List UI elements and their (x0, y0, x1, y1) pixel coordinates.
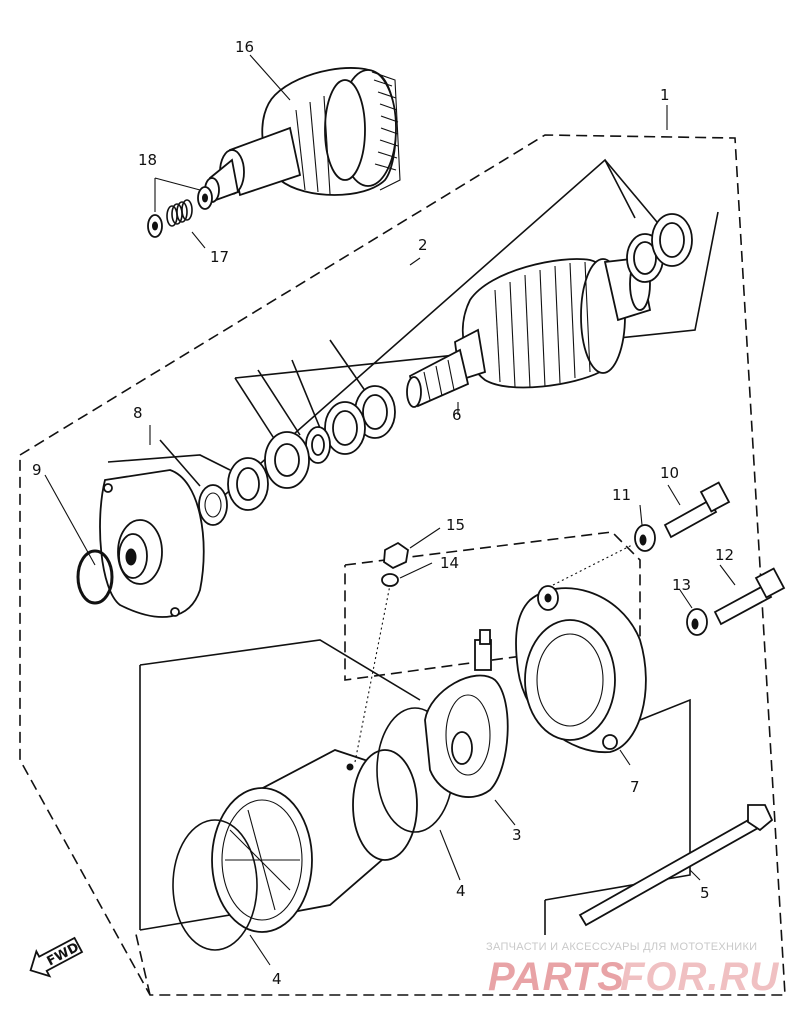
thrust-washers (626, 213, 693, 283)
brush-plate-part-3 (424, 629, 509, 798)
callout-7: 7 (630, 778, 640, 796)
callout-15: 15 (446, 516, 465, 534)
washer-part-18 (147, 186, 213, 238)
shims (198, 385, 396, 526)
fwd-arrow-icon: FWD (29, 936, 84, 978)
callout-6: 6 (452, 406, 462, 424)
callout-14: 14 (440, 554, 459, 572)
callout-11: 11 (612, 486, 631, 504)
callout-4-rear: 4 (456, 882, 466, 900)
watermark-brand-left: PARTS (488, 955, 625, 999)
leader-18 (154, 177, 201, 212)
yoke-housing (211, 749, 418, 933)
washer-part-11 (634, 524, 656, 552)
callout-12: 12 (715, 546, 734, 564)
o-ring-part-9 (76, 549, 114, 605)
through-bolt-part-5 (578, 804, 774, 927)
rear-cover-part-7 (515, 585, 647, 753)
watermark: ЗАПЧАСТИ И АКСЕССУАРЫ ДЛЯ МОТОТЕХНИКИ PA… (486, 941, 779, 999)
callout-2: 2 (418, 236, 428, 254)
spring-part-17 (166, 199, 193, 227)
callout-13: 13 (672, 576, 691, 594)
bolt-part-10 (663, 481, 731, 539)
lock-washer-part-14 (381, 573, 399, 587)
washer-part-13 (686, 608, 708, 636)
watermark-tagline: ЗАПЧАСТИ И АКСЕССУАРЫ ДЛЯ МОТОТЕХНИКИ (486, 941, 757, 953)
watermark-brand-right: FOR.RU (620, 955, 779, 999)
callout-8: 8 (133, 404, 143, 422)
callout-16: 16 (235, 38, 254, 56)
callout-17: 17 (210, 248, 229, 266)
callout-3: 3 (512, 826, 522, 844)
callout-9: 9 (32, 461, 42, 479)
nut-part-15 (383, 541, 409, 570)
callout-5: 5 (700, 884, 710, 902)
hardware-group-boundary (344, 531, 641, 681)
o-ring-part-4-front (172, 819, 258, 951)
armature-bracket (107, 158, 719, 531)
assembly-boundary (19, 134, 786, 996)
leader-lines (44, 54, 736, 966)
callout-1: 1 (660, 86, 670, 104)
bolt-part-12 (713, 567, 786, 626)
callout-4-front: 4 (272, 970, 282, 988)
callout-10: 10 (660, 464, 679, 482)
callout-labels: 1 2 3 4 4 5 6 7 8 9 10 11 12 13 14 15 16… (32, 38, 734, 988)
callout-18: 18 (138, 151, 157, 169)
front-cover (99, 469, 205, 618)
armature-part-6 (406, 257, 652, 408)
pinion-clutch-part-16 (204, 67, 401, 203)
